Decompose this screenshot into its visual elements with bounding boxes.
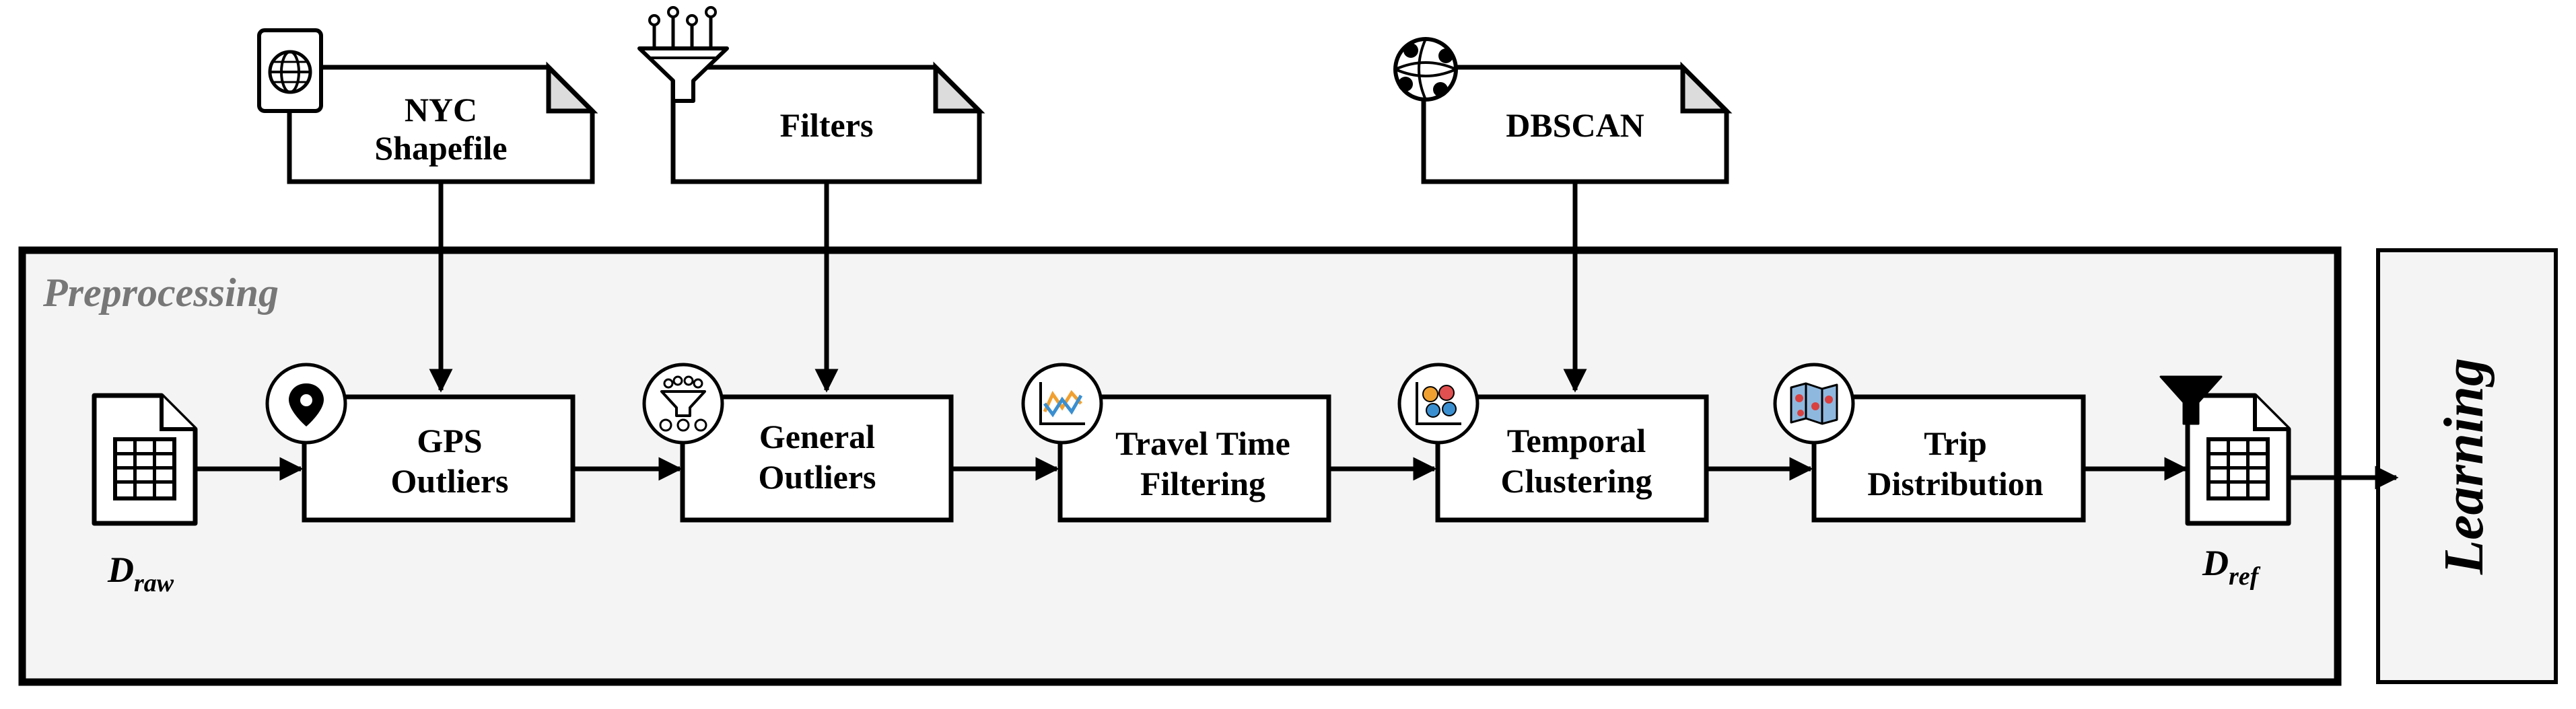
ref-data-label: Dref <box>2202 543 2261 591</box>
step-label-line2: Distribution <box>1867 465 2043 502</box>
ref-data-subscript: ref <box>2229 562 2261 591</box>
raw-data-subscript: raw <box>134 569 174 597</box>
step-label-line1: Travel Time <box>1115 424 1290 462</box>
step-label-line1: General <box>759 418 875 455</box>
note-label-line1: NYC <box>405 91 477 128</box>
note-dbscan: DBSCAN <box>1421 61 1733 184</box>
learning-label: Learning <box>2433 358 2495 575</box>
map-icon <box>1773 363 1855 445</box>
note-label: DBSCAN <box>1506 106 1644 144</box>
step-trip-distribution: Trip Distribution <box>1811 394 2086 523</box>
step-label-line2: Outliers <box>759 458 876 496</box>
step-label-line2: Outliers <box>391 462 509 500</box>
cluster-chart-icon <box>1397 363 1480 445</box>
location-pin-icon <box>265 363 347 445</box>
step-label-line1: Trip <box>1924 424 1987 462</box>
step-gps-outliers: GPS Outliers <box>302 394 576 523</box>
funnel-icon <box>637 6 729 103</box>
note-filters: Filters <box>670 61 985 184</box>
line-chart-icon <box>1021 363 1103 445</box>
ref-data-sheet-icon <box>2188 396 2289 523</box>
raw-data-label: Draw <box>107 550 174 597</box>
ref-data-symbol: D <box>2202 543 2229 583</box>
step-label-line2: Clustering <box>1501 462 1652 500</box>
filter-funnel-icon <box>642 363 724 445</box>
step-label-line1: Temporal <box>1507 422 1646 459</box>
step-temporal-clustering: Temporal Clustering <box>1435 394 1709 523</box>
note-label: Filters <box>780 106 874 144</box>
step-label-line1: GPS <box>417 422 482 459</box>
section-title: Preprocessing <box>42 270 279 315</box>
note-label-line2: Shapefile <box>374 129 507 167</box>
learning-panel <box>2376 248 2558 684</box>
network-globe-icon <box>1393 37 1458 102</box>
ref-filter-funnel-icon <box>2159 375 2223 425</box>
step-label-line2: Filtering <box>1140 465 1265 502</box>
raw-data-symbol: D <box>107 550 134 590</box>
globe-document-icon <box>257 28 323 113</box>
step-general-outliers: General Outliers <box>680 394 954 523</box>
step-travel-time-filtering: Travel Time Filtering <box>1057 394 1331 523</box>
raw-data-sheet-icon <box>94 396 195 523</box>
note-nyc-shapefile: NYC Shapefile <box>287 61 598 184</box>
